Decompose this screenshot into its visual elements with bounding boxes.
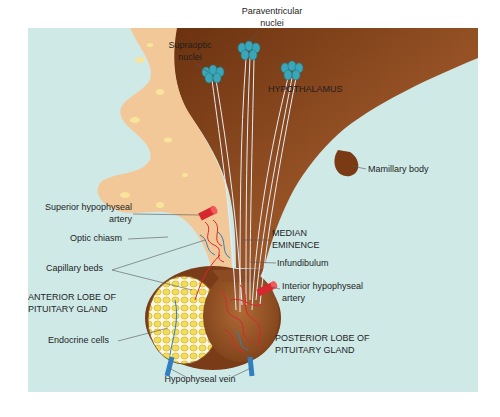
anatomy-label: Paraventricular nuclei bbox=[238, 6, 306, 29]
capillary-mesh bbox=[220, 290, 252, 342]
anatomy-label: ANTERIOR LOBE OF PITUITARY GLAND bbox=[28, 292, 128, 315]
anatomy-label: Mamillary body bbox=[368, 164, 448, 176]
leader-lines bbox=[133, 214, 200, 215]
nuclei-cluster bbox=[249, 50, 257, 60]
anatomy-label: POSTERIOR LOBE OF PITUITARY GLAND bbox=[275, 333, 383, 356]
infundibulum-stalk bbox=[212, 268, 264, 282]
tissue-spots bbox=[130, 117, 140, 123]
tissue-spots bbox=[164, 138, 172, 143]
nuclei-cluster bbox=[245, 41, 253, 51]
nuclei-cluster bbox=[241, 50, 249, 60]
mamillary-body bbox=[334, 150, 358, 176]
venous-mesh bbox=[200, 235, 215, 255]
hypophyseal-vein-vessel bbox=[167, 357, 172, 376]
pituitary-capsule bbox=[145, 266, 281, 370]
anatomy-label: Supraoptic nuclei bbox=[162, 40, 218, 63]
anatomy-label: Endocrine cells bbox=[48, 335, 128, 347]
axon-bundle bbox=[250, 58, 254, 300]
capillary-mesh bbox=[195, 255, 220, 300]
anatomy-label: Capillary beds bbox=[46, 263, 126, 275]
leader-lines bbox=[242, 240, 270, 241]
leader-lines bbox=[272, 287, 280, 289]
tissue-spots bbox=[120, 192, 130, 198]
anatomy-label: Optic chiasm bbox=[70, 233, 140, 245]
axon-bundle bbox=[246, 58, 250, 305]
venous-mesh bbox=[170, 300, 177, 355]
artery-opening bbox=[209, 205, 218, 216]
tissue-spots bbox=[147, 43, 153, 47]
anatomy-label: Interior hypophyseal artery bbox=[282, 281, 374, 304]
capillary-mesh bbox=[213, 220, 222, 246]
anatomy-label: Infundibulum bbox=[277, 258, 347, 270]
nuclei-cluster bbox=[292, 70, 300, 80]
axon-bundle bbox=[216, 80, 242, 305]
venous-mesh bbox=[170, 232, 248, 355]
leader-lines bbox=[250, 262, 276, 263]
anatomy-label: Hypophyseal vein bbox=[155, 374, 245, 386]
axon-bundle bbox=[212, 58, 296, 312]
tissue-spots bbox=[120, 43, 188, 208]
nuclei-cluster bbox=[205, 73, 213, 83]
anatomy-label: Superior hypophyseal artery bbox=[40, 202, 132, 225]
leader-lines bbox=[112, 31, 366, 377]
anatomy-label: MEDIAN EMINENCE bbox=[272, 228, 327, 251]
tissue-spots bbox=[182, 173, 188, 177]
leader-lines bbox=[352, 166, 366, 169]
leader-lines bbox=[112, 270, 192, 290]
nuclei-cluster bbox=[202, 41, 303, 83]
leader-lines bbox=[128, 237, 168, 239]
nuclei-cluster bbox=[213, 73, 221, 83]
leader-lines bbox=[112, 240, 205, 270]
nuclei-cluster bbox=[284, 70, 292, 80]
venous-mesh bbox=[218, 232, 230, 258]
capillary-mesh bbox=[230, 299, 262, 305]
tissue-spots bbox=[135, 57, 145, 63]
tissue-spots bbox=[156, 202, 164, 208]
nuclei-cluster bbox=[288, 61, 296, 71]
capillary-mesh bbox=[205, 222, 224, 262]
tissue-spots bbox=[156, 89, 164, 95]
anatomy-label: HYPOTHALAMUS bbox=[268, 84, 358, 96]
hypophyseal-vein-vessel bbox=[250, 357, 252, 376]
capillary-mesh bbox=[225, 330, 244, 352]
leader-lines bbox=[196, 64, 208, 72]
axon-bundle bbox=[260, 78, 296, 305]
leader-lines bbox=[118, 328, 168, 341]
leader-lines bbox=[250, 31, 258, 42]
axon-bundle bbox=[240, 58, 246, 312]
capillary-mesh bbox=[240, 285, 262, 350]
venous-mesh bbox=[235, 330, 248, 350]
background-panel bbox=[28, 28, 478, 392]
